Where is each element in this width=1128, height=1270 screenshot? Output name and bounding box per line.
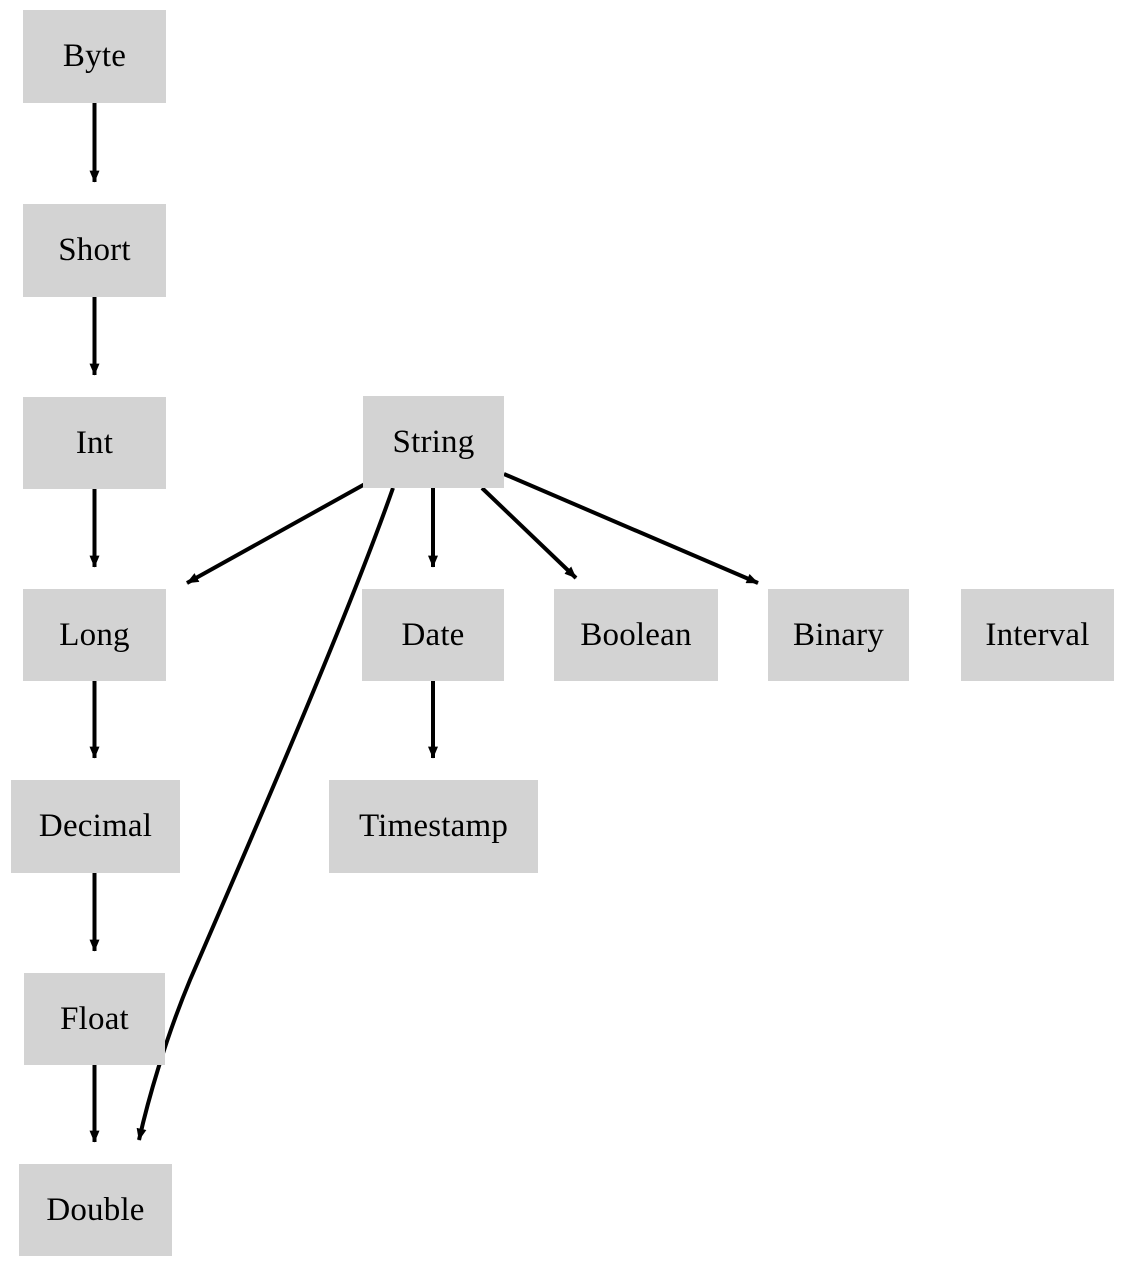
node-date[interactable]: Date xyxy=(362,589,504,681)
node-byte[interactable]: Byte xyxy=(23,10,166,103)
node-boolean[interactable]: Boolean xyxy=(554,589,718,681)
node-int-label: Int xyxy=(75,424,114,461)
node-binary-label: Binary xyxy=(792,616,884,653)
node-short-label: Short xyxy=(58,232,131,268)
node-decimal[interactable]: Decimal xyxy=(11,780,180,873)
node-double[interactable]: Double xyxy=(19,1164,172,1256)
node-float[interactable]: Float xyxy=(24,973,165,1065)
node-interval[interactable]: Interval xyxy=(961,589,1114,681)
node-decimal-label: Decimal xyxy=(38,808,153,844)
node-date-label: Date xyxy=(401,616,465,653)
node-binary[interactable]: Binary xyxy=(768,589,909,681)
node-string[interactable]: String xyxy=(363,396,504,488)
node-string-label: String xyxy=(392,423,475,460)
node-interval-label: Interval xyxy=(985,616,1090,653)
node-double-label: Double xyxy=(46,1191,145,1228)
node-timestamp-label: Timestamp xyxy=(358,808,509,844)
edge-string-long xyxy=(186,482,366,585)
node-float-label: Float xyxy=(60,1000,129,1037)
node-long[interactable]: Long xyxy=(23,589,166,681)
node-long-label: Long xyxy=(59,616,130,653)
node-short[interactable]: Short xyxy=(23,204,166,297)
node-byte-label: Byte xyxy=(62,38,127,74)
node-int[interactable]: Int xyxy=(23,397,166,489)
edge-string-binary xyxy=(503,472,759,585)
node-boolean-label: Boolean xyxy=(580,616,692,653)
node-timestamp[interactable]: Timestamp xyxy=(329,780,538,873)
edge-string-boolean xyxy=(480,486,578,580)
